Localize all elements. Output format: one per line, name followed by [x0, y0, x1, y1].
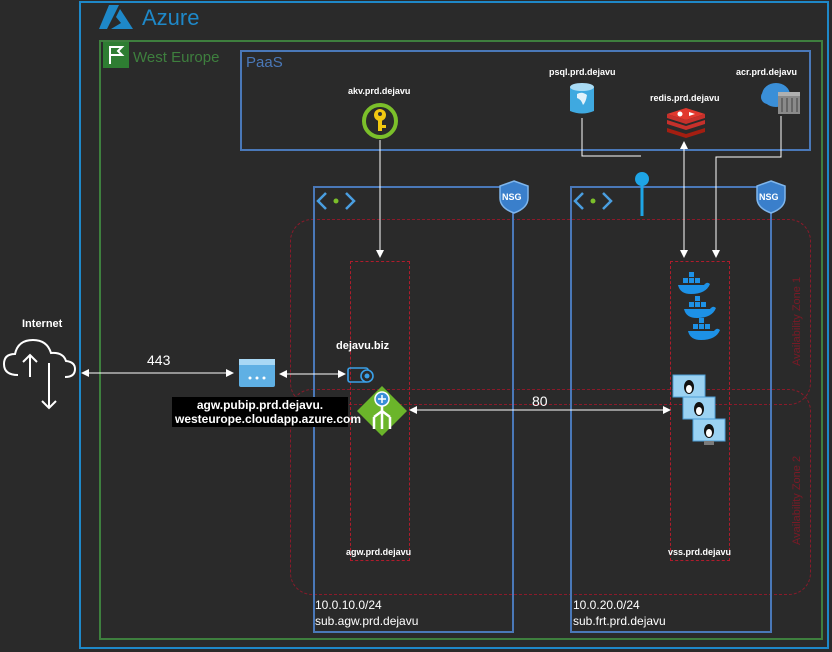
zone1-label: Availability Zone 1	[791, 276, 803, 366]
acr-connector	[712, 116, 782, 258]
https-port-label: 443	[147, 352, 171, 368]
key-vault-icon	[362, 103, 398, 139]
region-boundary	[99, 40, 823, 640]
azure-logo-icon	[99, 5, 133, 29]
docker-icon	[684, 296, 716, 318]
psql-connector	[581, 118, 641, 157]
subnet-agw-cidr: 10.0.10.0/24	[315, 598, 382, 612]
vss-pool-label: vss.prd.dejavu	[668, 547, 732, 557]
nsg-label: NSG	[759, 192, 779, 202]
internet-label: Internet	[22, 318, 63, 330]
backend-port-label: 80	[532, 393, 548, 409]
application-gateway-icon	[357, 386, 407, 436]
subnet-frt-name: sub.frt.prd.dejavu	[573, 614, 666, 628]
zone2-label: Availability Zone 2	[791, 455, 803, 545]
container-registry-icon	[761, 83, 800, 114]
azure-title: Azure	[142, 5, 200, 30]
acr-label: acr.prd.dejavu	[736, 67, 798, 77]
redis-icon	[667, 108, 705, 138]
region-title: West Europe	[133, 49, 220, 66]
public-ip-dns-label: agw.pubip.prd.dejavu. westeurope.cloudap…	[172, 397, 362, 427]
linux-vm-icon	[692, 418, 726, 445]
linux-vm-icon	[682, 396, 716, 422]
nsg-shield-icon: NSG	[499, 180, 529, 214]
nsg-shield-icon: NSG	[756, 180, 786, 214]
subnet-frt-cidr: 10.0.20.0/24	[573, 598, 640, 612]
availability-zone-2	[290, 389, 811, 595]
subnet-agw-name: sub.agw.prd.dejavu	[315, 614, 419, 628]
certificate-icon	[347, 367, 374, 383]
akv-label: akv.prd.dejavu	[348, 86, 411, 96]
docker-container-icons	[678, 272, 720, 340]
region-flag-icon	[103, 42, 129, 68]
vnet-icon	[316, 192, 356, 210]
docker-icon	[678, 272, 710, 294]
paas-title: PaaS	[246, 54, 283, 71]
private-endpoint-icon	[635, 172, 649, 216]
public-ip-icon	[239, 359, 275, 387]
paas-boundary	[240, 50, 811, 151]
psql-label: psql.prd.dejavu	[549, 67, 616, 77]
cloud-upload-download-icon	[2, 338, 77, 410]
domain-label: dejavu.biz	[336, 340, 390, 352]
vnet-icon	[573, 192, 613, 210]
availability-zone-1	[290, 219, 811, 405]
public-ip-fqdn: westeurope.cloudapp.azure.com	[175, 412, 362, 426]
redis-label: redis.prd.dejavu	[650, 93, 720, 103]
linux-vm-stack	[672, 374, 726, 445]
postgresql-icon	[570, 83, 594, 114]
azure-boundary	[79, 1, 829, 649]
nsg-label: NSG	[502, 192, 522, 202]
agw-pool-label: agw.prd.dejavu	[346, 547, 412, 557]
docker-icon	[688, 318, 720, 340]
public-ip-name: agw.pubip.prd.dejavu.	[196, 398, 324, 412]
linux-vm-icon	[672, 374, 706, 400]
